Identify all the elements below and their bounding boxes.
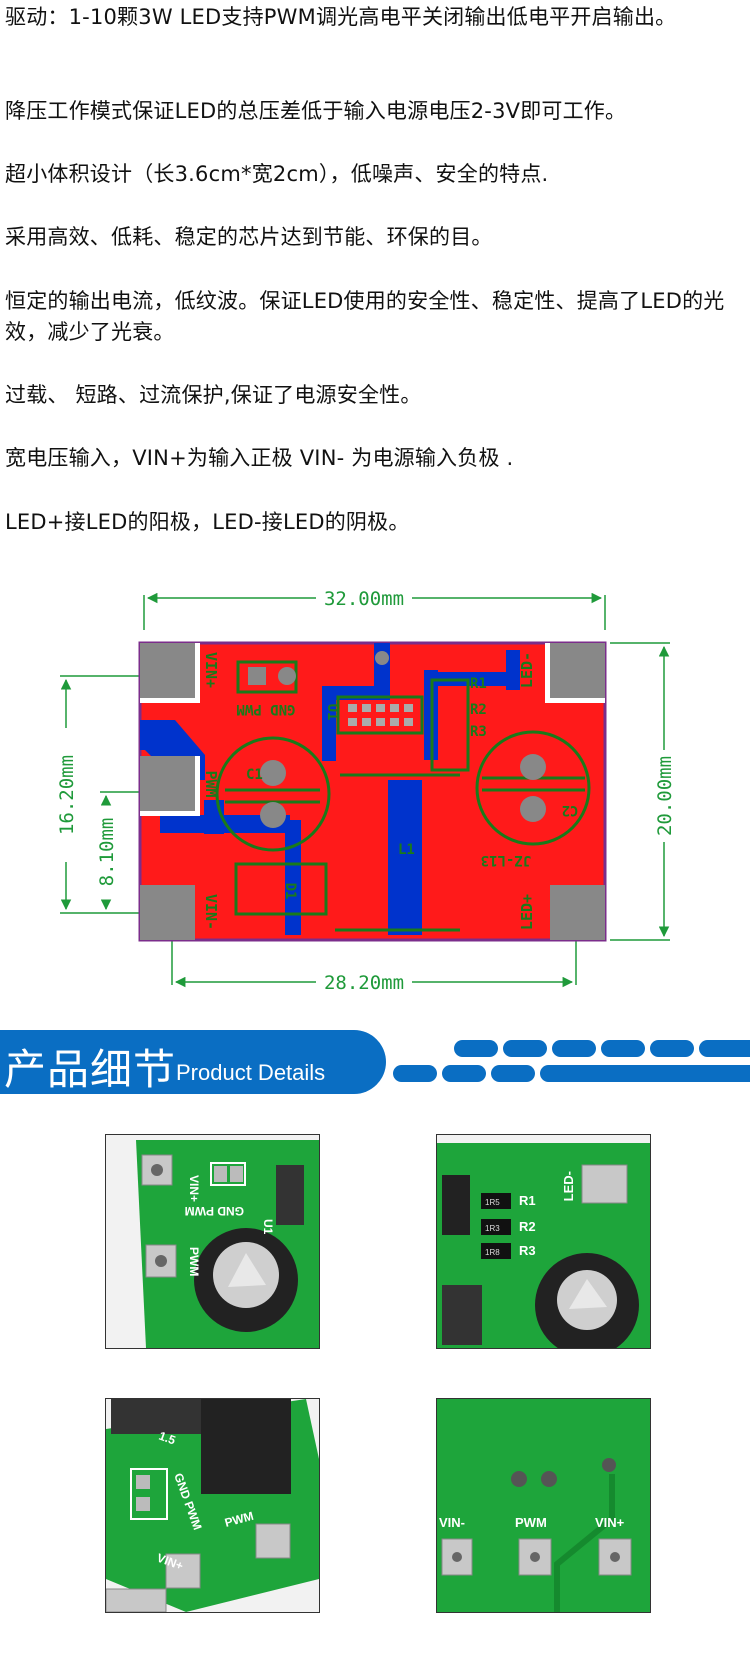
pcb-dimension-diagram: 32.00mm 28.20mm 16.20mm 8.10mm 20.00mm — [0, 580, 750, 1000]
description-paragraph: 驱动：1-10颗3W LED支持PWM调光高电平关闭输出低电平开启输出。 — [5, 5, 677, 29]
dim-top: 32.00mm — [324, 588, 404, 610]
pcb-pads — [248, 651, 546, 828]
pin-vin-plus: VIN+ — [202, 652, 220, 688]
dim-left-inner: 8.10mm — [96, 818, 118, 887]
banner-decoration — [552, 1040, 596, 1057]
photo-4-label: VIN+ — [595, 1515, 625, 1530]
product-photo-4: VIN- PWM VIN+ — [436, 1398, 651, 1613]
pin-led-plus: LED+ — [518, 894, 536, 930]
banner-decoration — [503, 1040, 547, 1057]
label-c2: C2 — [562, 802, 579, 818]
banner-decoration — [699, 1040, 750, 1057]
photo-2-label: 1R3 — [485, 1224, 500, 1233]
label-board-id: JZ-L13 — [481, 852, 532, 868]
banner-decoration — [650, 1040, 694, 1057]
dimension-lines — [60, 592, 670, 988]
description-paragraph: 超小体积设计（长3.6cm*宽2cm），低噪声、安全的特点. — [5, 162, 549, 186]
product-details-banner: 产品细节 Product Details — [0, 1028, 750, 1096]
photo-1-label: VIN+ — [187, 1175, 201, 1202]
label-r2: R2 — [470, 702, 487, 718]
photo-2-svg: LED- R1 R2 R3 1R5 1R3 1R8 — [437, 1135, 650, 1348]
photo-4-label: PWM — [515, 1515, 547, 1530]
photo-4-svg: VIN- PWM VIN+ — [437, 1399, 650, 1612]
banner-decoration — [491, 1065, 535, 1082]
section-title-cn: 产品细节 — [4, 1045, 177, 1094]
photo-2-label: 1R5 — [485, 1198, 500, 1207]
photo-3-svg: GND PWM PWM VIN+ 1.5 — [106, 1399, 319, 1612]
label-r3: R3 — [470, 724, 487, 740]
description-paragraph: LED+接LED的阳极，LED-接LED的阴极。 — [5, 510, 410, 534]
photo-2-label: R1 — [519, 1193, 536, 1208]
banner-decoration — [601, 1040, 645, 1057]
product-photo-2: LED- R1 R2 R3 1R5 1R3 1R8 — [436, 1134, 651, 1349]
pcb-diagram-svg: 32.00mm 28.20mm 16.20mm 8.10mm 20.00mm — [56, 588, 676, 994]
dim-left-outer: 16.20mm — [56, 755, 78, 835]
pin-led-minus: LED- — [518, 652, 536, 688]
product-photo-1: VIN+ GND PWM PWM U1 — [105, 1134, 320, 1349]
banner-decoration — [442, 1065, 486, 1082]
label-c1: C1 — [246, 767, 263, 783]
banner-decoration — [540, 1065, 750, 1082]
banner-pill — [0, 1030, 386, 1094]
label-gnd-pwm: GND PWM — [236, 701, 295, 717]
description-paragraph: 恒定的输出电流，低纹波。保证LED使用的安全性、稳定性、提高了LED的光效，减少… — [5, 289, 725, 344]
photo-1-label: PWM — [187, 1247, 201, 1276]
banner-decoration — [454, 1040, 498, 1057]
label-d1: D1 — [282, 883, 298, 900]
label-u1: U1 — [324, 704, 340, 721]
photo-2-label: R2 — [519, 1219, 536, 1234]
photo-1-label: GND PWM — [185, 1204, 244, 1218]
description-paragraph: 宽电压输入，VIN+为输入正极 VIN- 为电源输入负极 . — [5, 446, 514, 470]
pin-vin-minus: VIN- — [202, 894, 220, 930]
photo-4-label: VIN- — [439, 1515, 465, 1530]
photo-2-label: R3 — [519, 1243, 536, 1258]
section-title-en: Product Details — [176, 1060, 326, 1085]
dim-right: 20.00mm — [654, 756, 676, 836]
dim-bottom: 28.20mm — [324, 972, 404, 994]
photo-2-label: 1R8 — [485, 1248, 500, 1257]
pcb-terminals — [140, 643, 605, 940]
photo-3-label: 1.5 — [157, 1429, 178, 1448]
u1-pads — [348, 704, 413, 726]
product-photo-3: GND PWM PWM VIN+ 1.5 — [105, 1398, 320, 1613]
pcb-silkscreen — [215, 660, 591, 932]
banner-decoration — [393, 1065, 437, 1082]
description-paragraph: 过载、 短路、过流保护,保证了电源安全性。 — [5, 383, 422, 407]
photo-2-label: LED- — [561, 1171, 576, 1201]
description-paragraph: 降压工作模式保证LED的总压差低于输入电源电压2-3V即可工作。 — [5, 99, 627, 123]
label-l1: L1 — [398, 842, 415, 858]
description-paragraph: 采用高效、低耗、稳定的芯片达到节能、环保的目。 — [5, 225, 493, 249]
pin-pwm: PWM — [202, 770, 220, 797]
photo-1-svg: VIN+ GND PWM PWM U1 — [106, 1135, 319, 1348]
label-r1: R1 — [470, 676, 487, 692]
photo-1-label: U1 — [261, 1219, 275, 1235]
terminal-border — [140, 643, 605, 816]
